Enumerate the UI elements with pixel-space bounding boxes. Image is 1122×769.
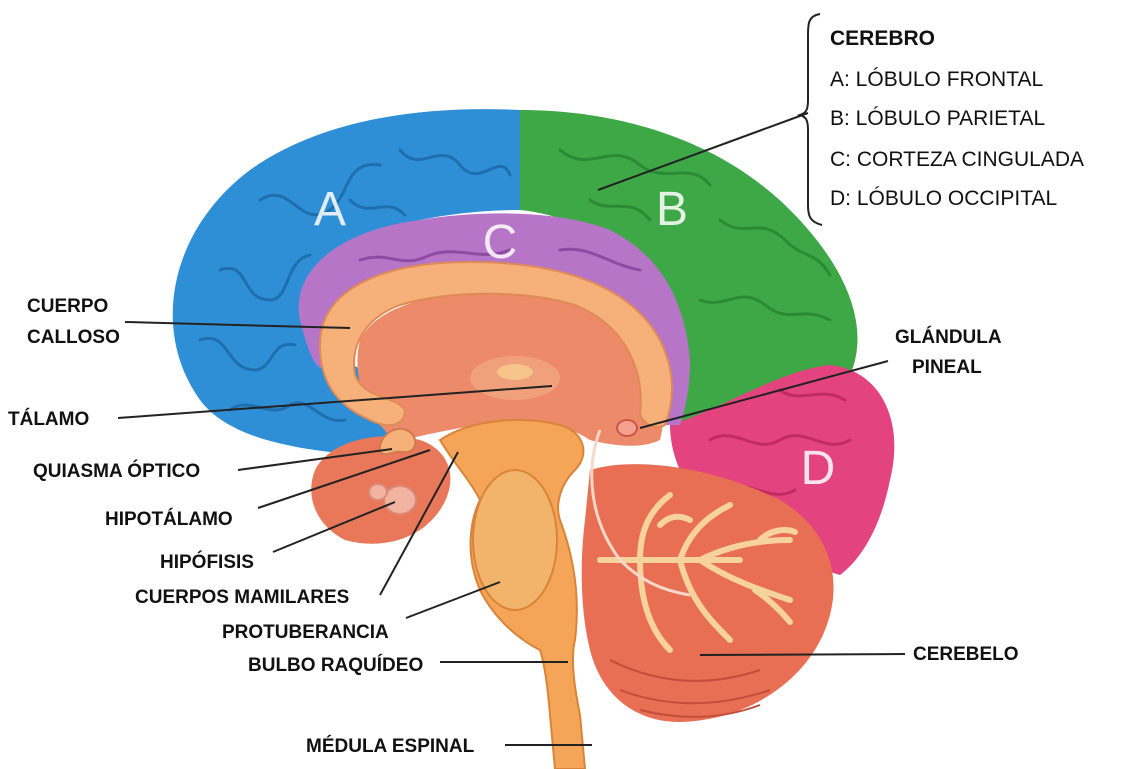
label-cuerpo-calloso-2: CALLOSO (27, 327, 120, 348)
label-glandula-pineal-1: GLÁNDULA (895, 326, 1002, 348)
legend-title: CEREBRO (830, 27, 935, 50)
label-cuerpo-calloso-1: CUERPO (27, 296, 108, 317)
region-letter-c: C (483, 216, 518, 269)
label-hipofisis: HIPÓFISIS (160, 551, 254, 573)
region-letter-d: D (801, 442, 836, 495)
region-letter-a: A (314, 183, 346, 236)
label-cuerpos-mamilares: CUERPOS MAMILARES (135, 587, 349, 608)
pons-shape (473, 470, 557, 610)
legend-item-a: A: LÓBULO FRONTAL (830, 68, 1043, 91)
legend-item-c: C: CORTEZA CINGULADA (830, 148, 1084, 171)
label-hipotalamo: HIPOTÁLAMO (105, 508, 233, 530)
label-medula-espinal: MÉDULA ESPINAL (306, 735, 475, 757)
pituitary-shape (384, 486, 416, 514)
label-bulbo-raquideo: BULBO RAQUÍDEO (248, 654, 423, 676)
label-cerebelo: CEREBELO (913, 644, 1019, 665)
legend-brace (800, 14, 822, 225)
thalamus-highlight (497, 364, 533, 380)
label-glandula-pineal-2: PINEAL (912, 357, 982, 378)
pineal-shape (617, 420, 637, 436)
legend: CEREBRO A: LÓBULO FRONTAL B: LÓBULO PARI… (800, 14, 1084, 225)
label-protuberancia: PROTUBERANCIA (222, 622, 389, 643)
label-talamo: TÁLAMO (8, 408, 89, 430)
legend-item-d: D: LÓBULO OCCIPITAL (830, 187, 1057, 210)
label-quiasma-optico: QUIASMA ÓPTICO (33, 460, 200, 482)
mammillary-shape (369, 484, 387, 500)
legend-item-b: B: LÓBULO PARIETAL (830, 107, 1045, 130)
region-letter-b: B (656, 183, 688, 236)
